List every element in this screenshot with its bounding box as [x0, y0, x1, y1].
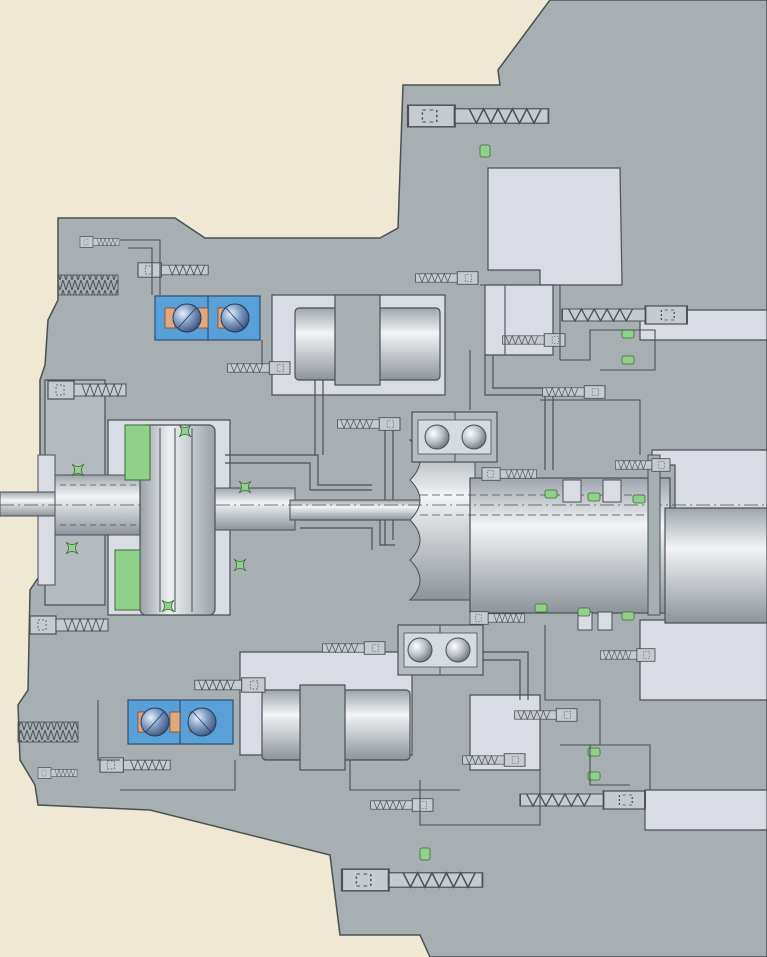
thrust-piston — [114, 424, 216, 616]
deep-groove-ball-bearing-upper — [411, 411, 498, 463]
angular-contact-bearing-pair-lower — [127, 699, 234, 745]
threaded-holes — [17, 274, 119, 743]
angular-contact-bearing-pair-upper — [154, 295, 261, 341]
o-ring-seals — [419, 144, 646, 861]
section-outlines — [97, 239, 656, 826]
shaft-seal-rings — [562, 454, 661, 631]
roller-cage-upper — [294, 294, 441, 386]
roller-cage-lower — [261, 684, 411, 771]
deep-groove-ball-bearing-lower — [397, 624, 484, 676]
